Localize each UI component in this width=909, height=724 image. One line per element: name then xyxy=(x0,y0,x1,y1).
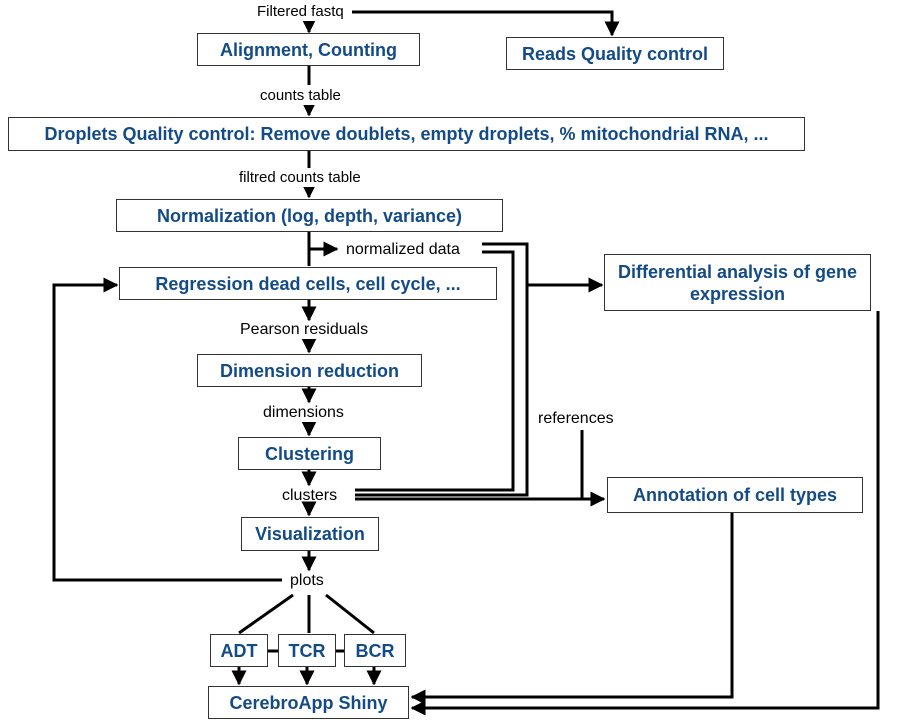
edge-fastq-to-reads-qc xyxy=(352,10,620,37)
edge-plots-to-adt xyxy=(238,593,294,635)
adt-box: ADT xyxy=(210,634,268,667)
clustering-box: Clustering xyxy=(238,437,381,470)
bcr-box: BCR xyxy=(344,634,406,667)
annotation-box: Annotation of cell types xyxy=(607,477,863,513)
alignment-counting-box: Alignment, Counting xyxy=(197,33,420,66)
plots-label: plots xyxy=(288,572,326,590)
edge-differential-to-cerebro xyxy=(410,311,880,716)
pearson-residuals-label: Pearson residuals xyxy=(238,321,371,339)
reads-quality-control-box: Reads Quality control xyxy=(506,37,724,70)
tcr-box: TCR xyxy=(278,634,336,667)
regression-box: Regression dead cells, cell cycle, ... xyxy=(119,267,497,300)
edge-plots-to-bcr xyxy=(325,593,375,635)
edge-annotation-to-cerebro xyxy=(410,513,734,705)
edge-normdata-to-differential-b xyxy=(355,250,515,492)
filtered-fastq-label: Filtered fastq xyxy=(255,3,346,21)
cerebroapp-shiny-box: CerebroApp Shiny xyxy=(208,686,409,719)
normalized-data-label: normalized data xyxy=(344,241,462,259)
differential-analysis-box: Differential analysis of gene expression xyxy=(604,254,871,311)
visualization-box: Visualization xyxy=(241,517,379,551)
references-label: references xyxy=(536,410,616,428)
dimensions-label: dimensions xyxy=(261,404,346,422)
dimension-reduction-box: Dimension reduction xyxy=(197,354,422,387)
edge-normdata-to-differential-a xyxy=(355,242,529,497)
clusters-label: clusters xyxy=(282,487,338,504)
droplets-quality-control-box: Droplets Quality control: Remove doublet… xyxy=(8,117,805,151)
edge-plots-feedback-to-regression xyxy=(52,277,282,582)
filtred-counts-table-label: filtred counts table xyxy=(237,169,363,187)
counts-table-label: counts table xyxy=(258,87,343,105)
normalization-box: Normalization (log, depth, variance) xyxy=(116,199,503,232)
